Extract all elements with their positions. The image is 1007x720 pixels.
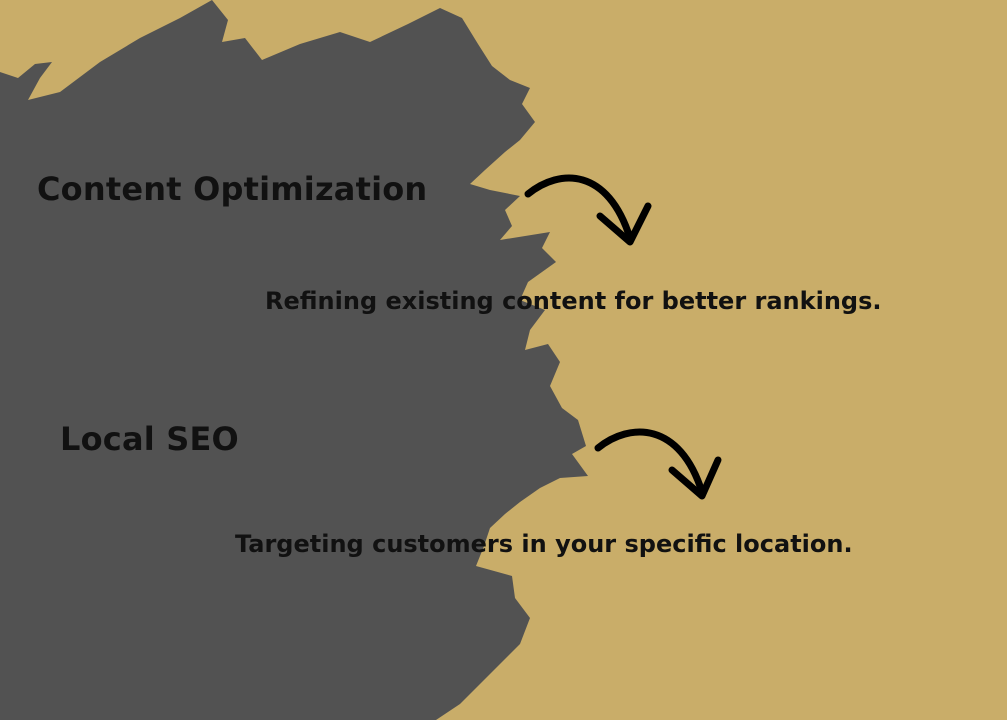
local-seo-description: Targeting customers in your specific loc… [235,530,853,558]
brush-stroke-shape [0,0,588,720]
content-optimization-description: Refining existing content for better ran… [265,287,882,315]
local-seo-heading: Local SEO [60,420,239,458]
curved-arrow-down-icon [594,428,722,500]
curved-arrow-down-icon [524,174,652,246]
content-optimization-heading: Content Optimization [37,170,428,208]
